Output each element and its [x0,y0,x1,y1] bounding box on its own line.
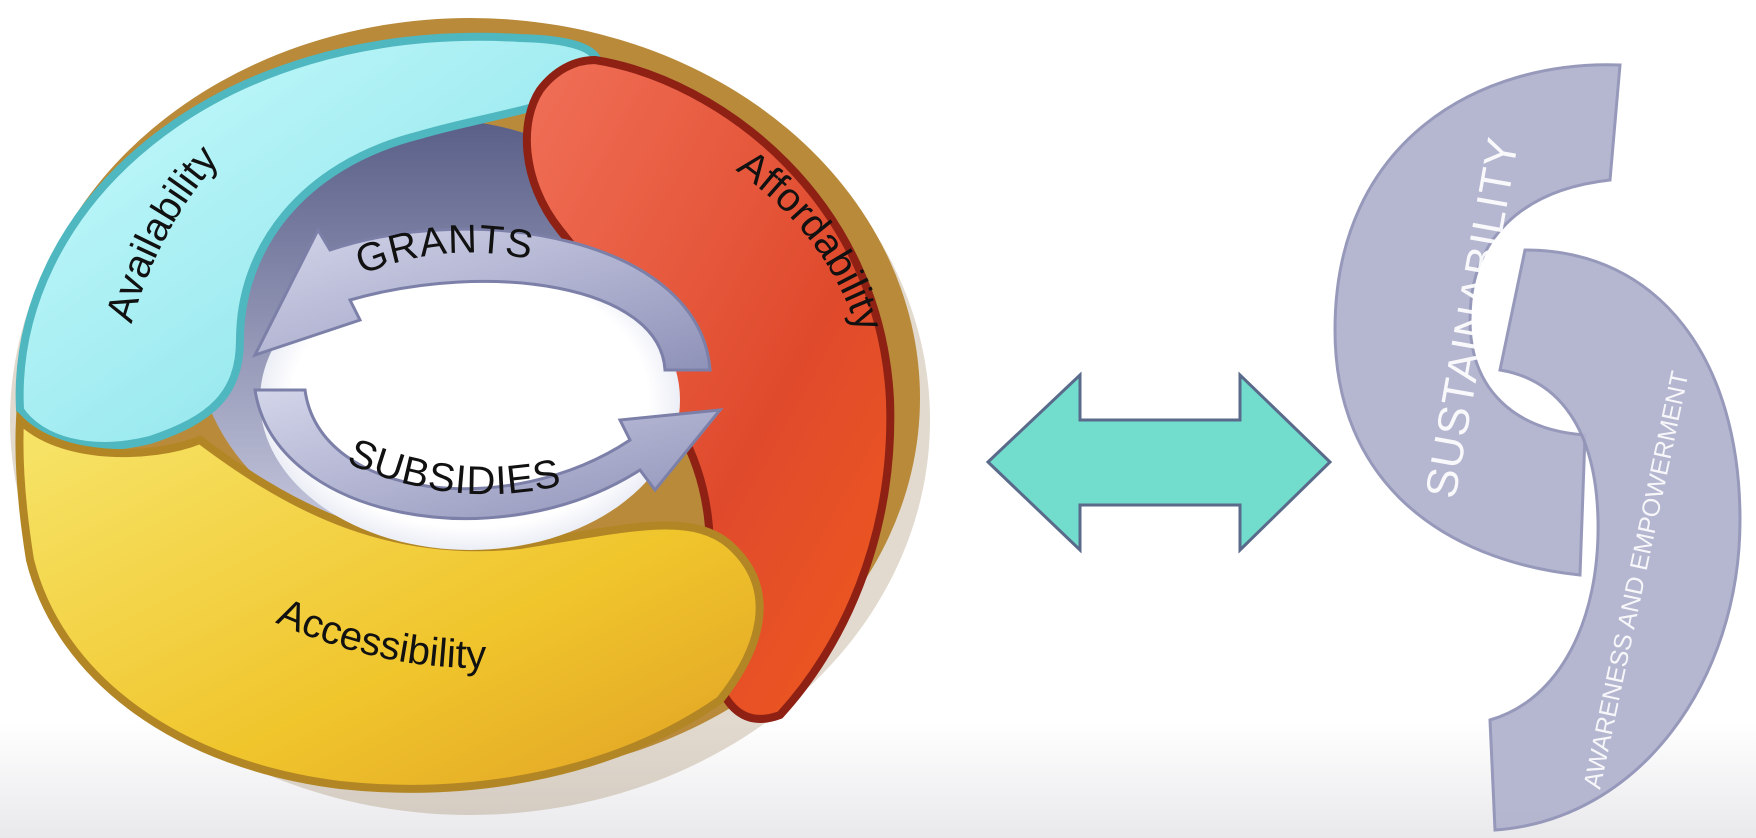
s-upper-arc [1333,63,1622,577]
segment-availability [15,32,603,450]
double-arrow-icon [985,371,1333,554]
grants-arrow [252,226,712,372]
flow-arrows [252,226,724,520]
segment-accessibility [15,410,764,793]
subsidies-arrow [253,388,724,520]
s-lower-arc [1488,248,1742,832]
s-shape: SUSTAINABILITY AWARENESS AND EMPOWERMENT [1333,63,1742,832]
cycle-ring: Availability Affordability Accessibility… [10,18,930,815]
